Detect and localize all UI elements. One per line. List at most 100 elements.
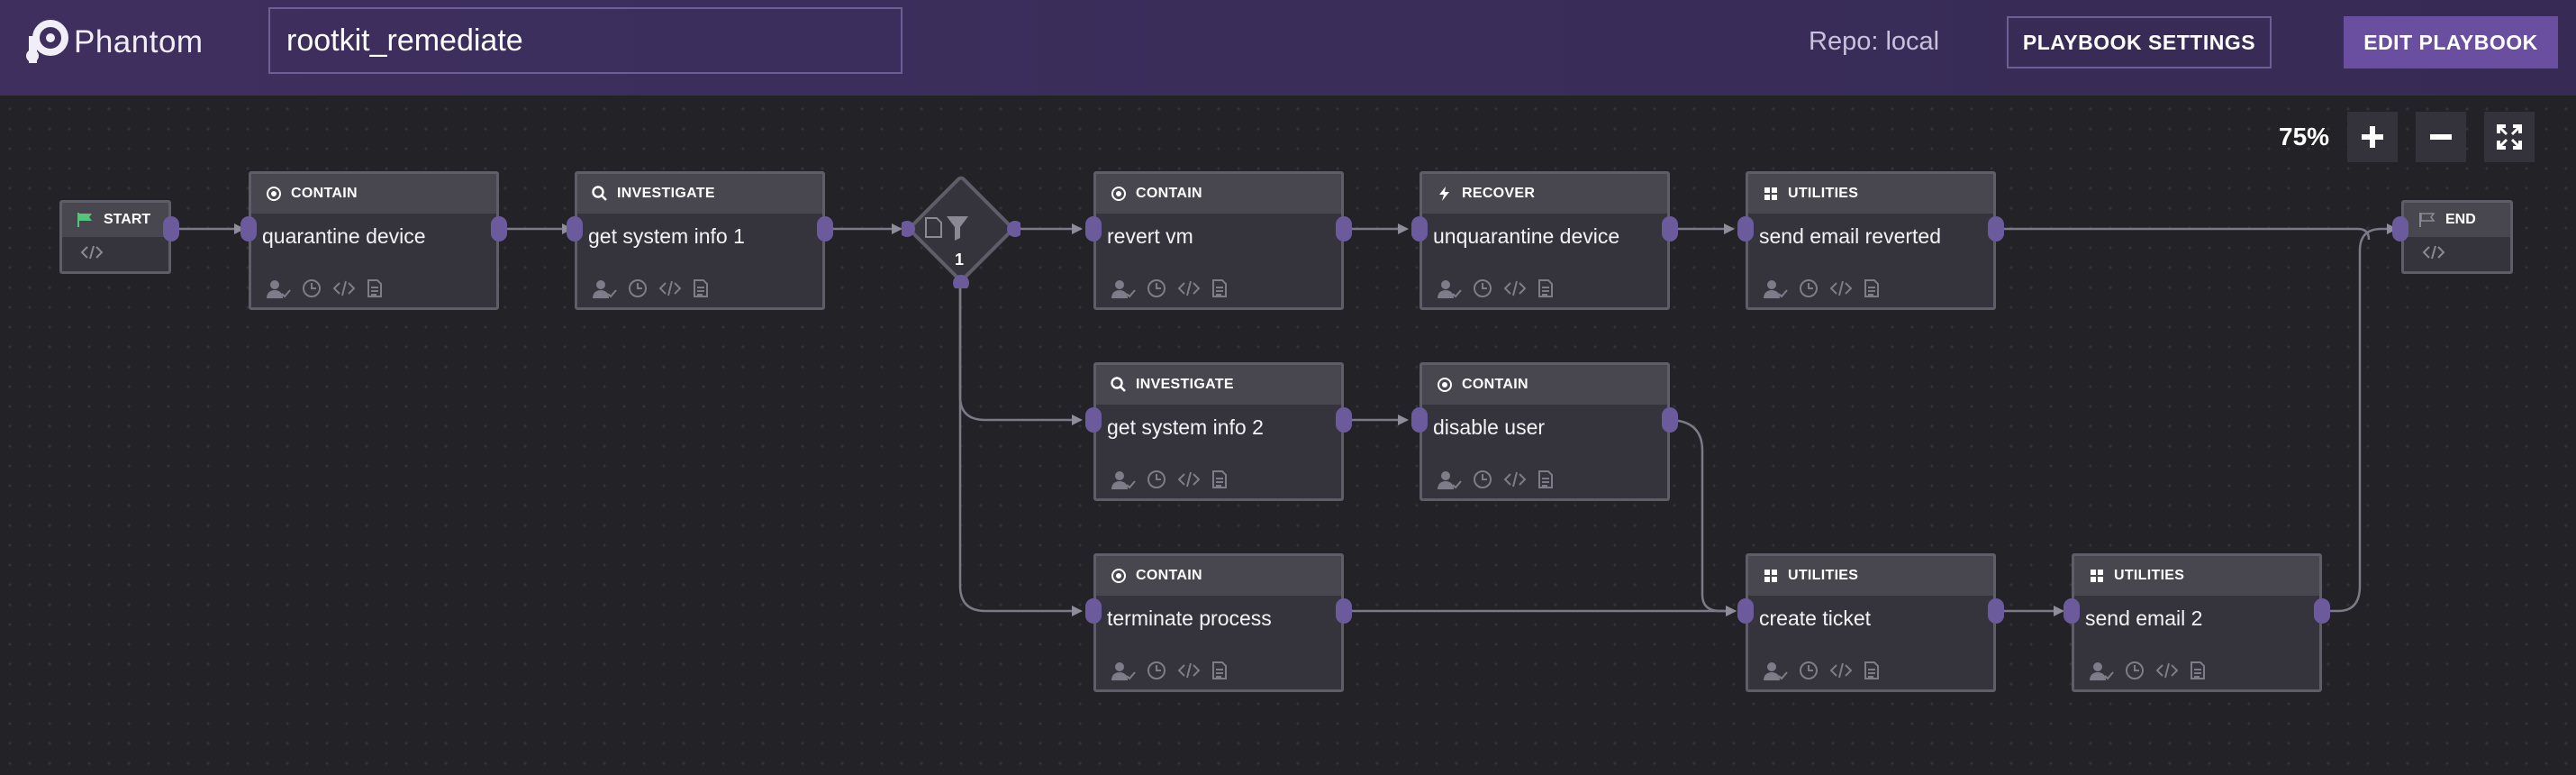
output-port[interactable] [817,216,833,242]
clock-icon[interactable] [1799,278,1819,298]
node-title: send email 2 [2085,606,2203,630]
input-port[interactable] [1085,598,1102,624]
playbook-name-input[interactable] [268,7,903,74]
action-node[interactable]: UTILITIES send email 2 [2072,553,2322,692]
output-port[interactable] [1336,407,1352,433]
input-port[interactable] [1737,216,1754,242]
input-port[interactable] [2064,598,2080,624]
zoom-out-button[interactable] [2416,112,2466,162]
notes-icon[interactable] [1864,278,1880,298]
playbook-settings-button[interactable]: PLAYBOOK SETTINGS [2007,16,2272,68]
notes-icon[interactable] [1864,661,1880,680]
output-port[interactable] [1988,598,2004,624]
clock-icon[interactable] [1147,470,1166,489]
clock-icon[interactable] [1799,661,1819,680]
clock-icon[interactable] [1147,661,1166,680]
user-approval-icon[interactable] [266,278,291,300]
notes-icon[interactable] [1211,278,1228,298]
action-node[interactable]: INVESTIGATE get system info 2 [1093,362,1344,501]
bolt-icon [1439,187,1449,201]
code-icon[interactable] [1177,661,1201,680]
node-actions [1111,278,1228,300]
action-node[interactable]: UTILITIES create ticket [1746,553,1996,692]
notes-icon[interactable] [2190,661,2206,680]
code-icon[interactable] [2422,244,2445,260]
input-port[interactable] [1411,407,1428,433]
user-approval-icon[interactable] [1111,470,1136,491]
zoom-in-button[interactable] [2347,112,2398,162]
clock-icon[interactable] [628,278,648,298]
filter-node[interactable] [902,169,1020,288]
notes-icon[interactable] [1537,470,1554,489]
target-icon [267,187,281,201]
user-approval-icon[interactable] [2089,661,2114,682]
action-node[interactable]: CONTAIN quarantine device [249,171,499,310]
action-node[interactable]: CONTAIN revert vm [1093,171,1344,310]
notes-icon[interactable] [1211,661,1228,680]
input-port[interactable] [1085,216,1102,242]
end-input-port[interactable] [2392,216,2408,242]
edit-playbook-button[interactable]: EDIT PLAYBOOK [2344,16,2558,68]
output-port[interactable] [1662,216,1678,242]
clock-icon[interactable] [302,278,322,298]
user-approval-icon[interactable] [1111,278,1136,300]
clock-icon[interactable] [1473,278,1492,298]
input-port[interactable] [1737,598,1754,624]
code-icon[interactable] [1503,278,1527,298]
code-icon[interactable] [1829,278,1853,298]
action-node[interactable]: CONTAIN terminate process [1093,553,1344,692]
node-title: revert vm [1107,224,1193,248]
notes-icon[interactable] [1211,470,1228,489]
output-port[interactable] [1988,216,2004,242]
code-icon[interactable] [658,278,682,298]
user-approval-icon[interactable] [1437,470,1462,491]
code-icon[interactable] [2155,661,2179,680]
input-port[interactable] [1085,407,1102,433]
search-icon [592,186,607,201]
fit-screen-button[interactable] [2484,112,2535,162]
start-output-port[interactable] [163,216,179,242]
code-icon[interactable] [1829,661,1853,680]
clock-icon[interactable] [1147,278,1166,298]
minus-icon [2430,134,2452,140]
output-port[interactable] [1662,407,1678,433]
notes-icon[interactable] [1537,278,1554,298]
end-node[interactable]: END [2401,200,2513,274]
notes-icon[interactable] [367,278,383,298]
notes-icon[interactable] [693,278,709,298]
input-port[interactable] [567,216,583,242]
node-actions [266,278,383,300]
node-header: UTILITIES [1748,174,1993,214]
user-approval-icon[interactable] [592,278,617,300]
output-port[interactable] [1336,598,1352,624]
target-icon [1111,187,1126,201]
clock-icon[interactable] [1473,470,1492,489]
phantom-logo[interactable]: Phantom [25,20,204,65]
action-node[interactable]: INVESTIGATE get system info 1 [575,171,825,310]
code-icon[interactable] [80,244,104,260]
user-approval-icon[interactable] [1437,278,1462,300]
node-actions [592,278,709,300]
action-node[interactable]: UTILITIES send email reverted [1746,171,1996,310]
output-port[interactable] [491,216,507,242]
code-icon[interactable] [1503,470,1527,489]
start-node[interactable]: START [59,200,171,274]
code-icon[interactable] [1177,470,1201,489]
node-actions [1437,470,1554,491]
output-port[interactable] [2314,598,2330,624]
top-bar: Phantom Repo: local PLAYBOOK SETTINGS ED… [0,0,2576,96]
node-category: CONTAIN [291,186,358,201]
action-node[interactable]: RECOVER unquarantine device [1420,171,1670,310]
code-icon[interactable] [332,278,356,298]
input-port[interactable] [1411,216,1428,242]
user-approval-icon[interactable] [1763,278,1788,300]
output-port[interactable] [1336,216,1352,242]
user-approval-icon[interactable] [1763,661,1788,682]
target-icon [1438,378,1452,392]
code-icon[interactable] [1177,278,1201,298]
input-port[interactable] [240,216,257,242]
action-node[interactable]: CONTAIN disable user [1420,362,1670,501]
clock-icon[interactable] [2125,661,2145,680]
user-approval-icon[interactable] [1111,661,1136,682]
node-title: terminate process [1107,606,1272,630]
